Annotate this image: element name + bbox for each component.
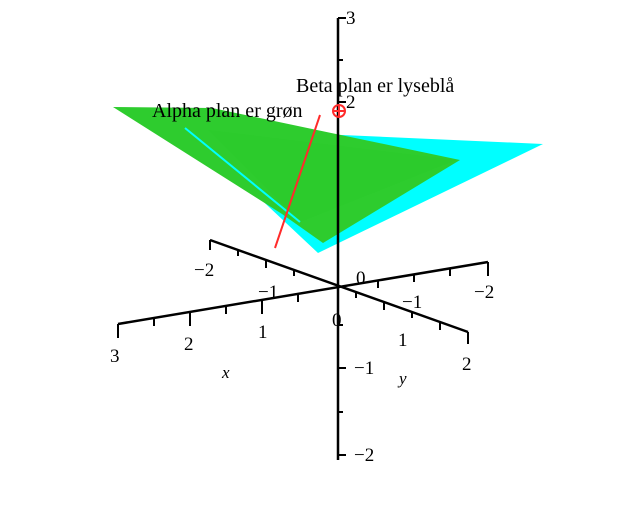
z-tick-label: 2 bbox=[346, 92, 356, 113]
z-tick-label: −1 bbox=[354, 358, 374, 379]
z-ticks bbox=[338, 17, 346, 456]
axes bbox=[117, 18, 489, 460]
intersection-line bbox=[274, 114, 321, 249]
y-axis bbox=[117, 260, 489, 326]
x-tick-label: 2 bbox=[462, 354, 472, 375]
x-ticks bbox=[209, 240, 469, 344]
x-tick-label: −2 bbox=[194, 260, 214, 281]
beta-plane-edge bbox=[184, 127, 301, 223]
y-ticks bbox=[117, 262, 489, 338]
z-tick-label: −2 bbox=[354, 445, 374, 466]
x-tick-label: 0 bbox=[332, 310, 342, 331]
alpha-plane-lower bbox=[208, 130, 456, 222]
y-axis-name: y bbox=[397, 369, 407, 388]
y-tick-label: −2 bbox=[474, 282, 494, 303]
beta-label: Beta plan er lyseblå bbox=[296, 75, 454, 97]
x-tick-label: 1 bbox=[398, 330, 408, 351]
y-tick-label: −1 bbox=[402, 292, 422, 313]
x-tick-label: −1 bbox=[258, 282, 278, 303]
x-tick-label: 3 bbox=[110, 346, 120, 367]
x-tick-label: 1 bbox=[258, 322, 268, 343]
z-tick-label: 0 bbox=[356, 268, 366, 289]
x-tick-label: 2 bbox=[184, 334, 194, 355]
x-axis-name: x bbox=[221, 363, 230, 382]
alpha-label: Alpha plan er grøn bbox=[152, 100, 303, 122]
z-tick-label: 3 bbox=[346, 8, 356, 29]
